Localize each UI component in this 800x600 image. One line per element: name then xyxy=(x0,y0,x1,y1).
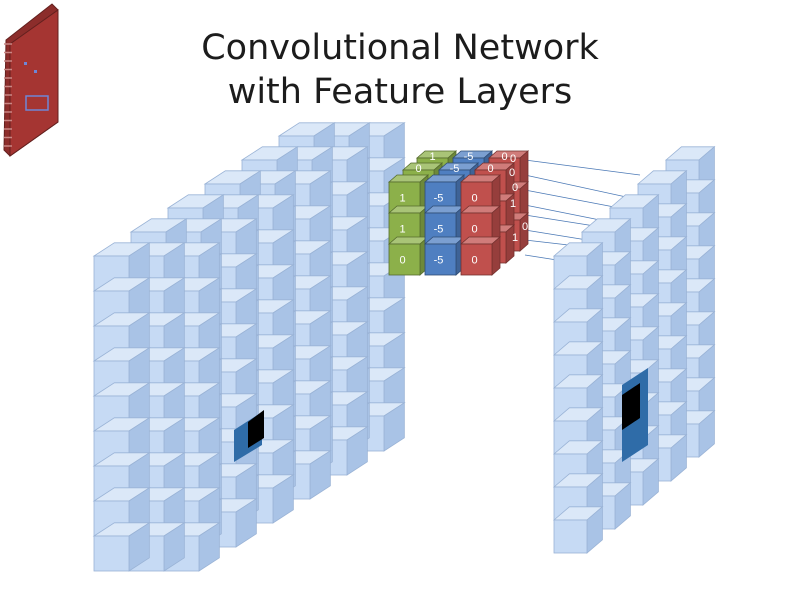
filter-cell xyxy=(459,236,502,276)
filter-cell xyxy=(387,236,430,276)
filter-value: 0 xyxy=(471,193,477,205)
filter-cell xyxy=(423,236,466,276)
filter-value: -5 xyxy=(434,255,444,267)
title-line-1: Convolutional Network xyxy=(201,28,599,68)
filter-side-value: 0 xyxy=(510,153,516,165)
filter-value: 0 xyxy=(471,224,477,236)
filter-side-value: 0 xyxy=(522,221,528,233)
grid-cell xyxy=(552,505,604,554)
filter-value: -5 xyxy=(434,224,444,236)
filter-value: -5 xyxy=(434,193,444,205)
slide-title: Convolutional Network with Feature Layer… xyxy=(150,26,650,114)
connector-line xyxy=(524,174,641,201)
filter-top-value: -5 xyxy=(464,151,474,163)
filter-side-value: 0 xyxy=(507,138,513,150)
thumbnail-icon xyxy=(3,3,59,157)
feature-layer-grid xyxy=(552,145,716,554)
connector-line xyxy=(524,159,641,176)
filter-side-value: 0 xyxy=(509,167,515,179)
filter-side-value: 0 xyxy=(512,182,518,194)
filter-value: 0 xyxy=(471,255,477,267)
feature-highlight-dark xyxy=(622,383,640,430)
filter-top-value: 0 xyxy=(415,163,421,175)
filter-value: 1 xyxy=(399,224,405,236)
filter-value: 0 xyxy=(399,255,405,267)
filter-top-value: 0 xyxy=(487,163,493,175)
filter-value: 1 xyxy=(399,193,405,205)
filter-top-value: 1 xyxy=(429,151,435,163)
filter-side-value: 1 xyxy=(510,198,516,210)
grid-cell xyxy=(92,522,151,572)
input-highlight-dark xyxy=(248,410,264,448)
filter-top-value: -5 xyxy=(450,163,460,175)
input-layer-grid xyxy=(92,122,406,572)
title-line-2: with Feature Layers xyxy=(227,72,573,112)
filter-top-value: 0 xyxy=(501,151,507,163)
filter-side-value: 1 xyxy=(512,232,518,244)
